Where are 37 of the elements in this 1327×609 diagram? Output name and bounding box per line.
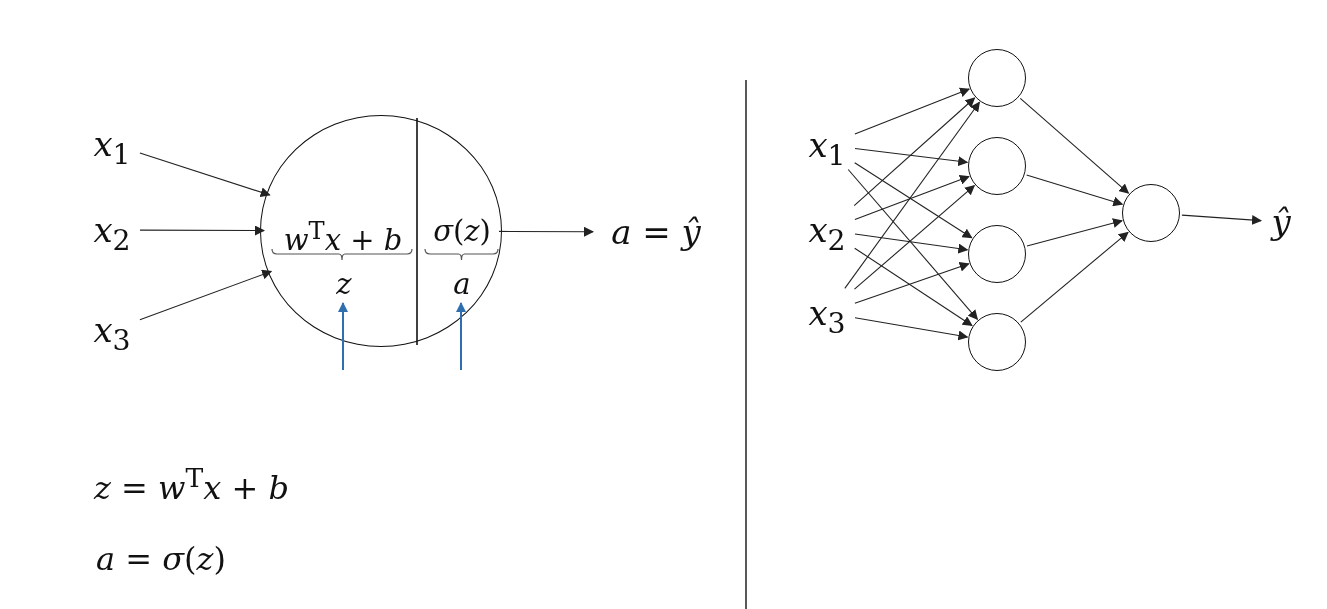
formula-text: σ(z) [432, 213, 492, 250]
variable-label: a [447, 267, 477, 301]
variable-label: z [329, 267, 359, 301]
arrow [854, 175, 970, 221]
arrow [338, 302, 348, 371]
arrow [1026, 174, 1124, 207]
arrow [853, 97, 976, 207]
formula-text: w$^{T}$x + b [282, 216, 404, 251]
arrow [139, 225, 265, 236]
arrow [854, 262, 970, 304]
arrow [854, 87, 971, 135]
arrow [1181, 214, 1262, 225]
arrow [847, 168, 979, 321]
input-variable: x$_{1}$ [801, 122, 853, 168]
input-variable: x$_{3}$ [86, 306, 138, 354]
formula-text: a = σ(z) [96, 540, 226, 580]
arrow [139, 152, 271, 197]
arrow [1019, 97, 1130, 194]
formula-text: z = w$^{T}$x + b [94, 462, 289, 506]
output-formula: a = ŷ [594, 208, 718, 256]
input-variable: x$_{2}$ [86, 206, 138, 254]
arrow [844, 101, 980, 289]
arrow [854, 317, 969, 341]
arrow [1026, 218, 1123, 247]
input-variable: x$_{3}$ [801, 290, 853, 336]
arrow [854, 162, 973, 239]
arrow [853, 184, 976, 290]
arrow [854, 247, 973, 327]
arrow [854, 233, 969, 254]
arrow [1020, 231, 1129, 323]
input-variable: x$_{2}$ [801, 207, 853, 253]
arrow [456, 302, 466, 371]
arrow [498, 226, 594, 237]
arrow [139, 269, 273, 321]
arrow [854, 147, 969, 167]
input-variable: x$_{1}$ [86, 120, 138, 168]
output-variable: ŷ [1262, 198, 1300, 246]
